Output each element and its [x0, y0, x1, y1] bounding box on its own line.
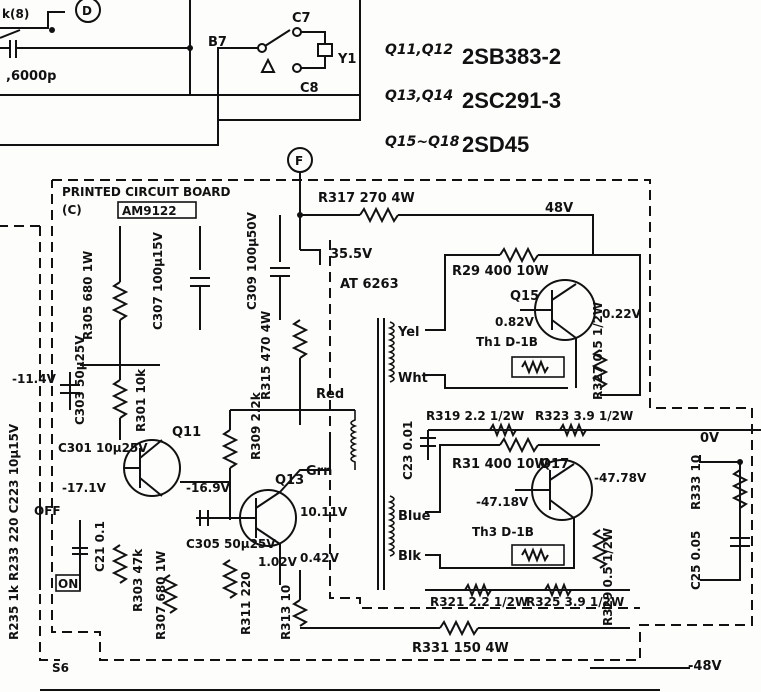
- at6263-label: AT 6263: [340, 277, 399, 292]
- transformer-left: Red Grn: [299, 387, 358, 479]
- q13-area: R309 2.2k Q13 C305 50μ25V 10.11V 1.02V 0…: [186, 391, 355, 627]
- r303-label: R303 47k: [131, 548, 145, 612]
- v1-02-label: 1.02V: [258, 555, 298, 569]
- switch-b7-label: B7: [208, 35, 227, 50]
- r29-label: R29 400 10W: [452, 264, 549, 279]
- pcb-code-box: [117, 201, 197, 219]
- v47-78-label: -47.78V: [594, 471, 647, 485]
- on-label: ON: [58, 577, 78, 591]
- r315-label: R315 470 4W: [259, 311, 273, 400]
- s6-label: S6: [52, 661, 69, 675]
- top-left-part-label: k(8): [2, 7, 29, 21]
- q15-q18-part: 2SD45: [462, 132, 529, 157]
- r309-label: R309 2.2k: [249, 391, 263, 460]
- wht-label: Wht: [398, 371, 428, 386]
- pcb-code: AM9122: [122, 204, 177, 218]
- r301-label: R301 10k: [134, 368, 148, 432]
- v10-11-label: 10.11V: [300, 505, 348, 519]
- v47-18-label: -47.18V: [476, 495, 529, 509]
- r317-rail: R317 270 4W 48V: [297, 191, 594, 255]
- th1-label: Th1 D-1B: [476, 335, 538, 349]
- switch-c7-label: C7: [292, 11, 311, 26]
- blue-label: Blue: [398, 509, 431, 524]
- r307-label: R307 680 1W: [154, 551, 168, 640]
- top-left-circuit: k(8) ,6000p: [0, 0, 245, 146]
- transistor-q15-stage: R29 400 10W Q15 0.82V 0.22V Th1 D-1B R32…: [452, 246, 642, 400]
- pcb-outline: PRINTED CIRCUIT BOARD (C) AM9122: [0, 179, 753, 661]
- c23-label: C23 0.01: [401, 421, 415, 480]
- v16-9-label: -16.9V: [186, 481, 231, 495]
- r325-label: R325 3.9 1/2W: [526, 595, 624, 609]
- grn-label: Grn: [306, 464, 332, 479]
- output-transformer: Yel Wht Blue Blk C23 0.01: [377, 254, 575, 590]
- r319-label: R319 2.2 1/2W: [426, 409, 524, 423]
- transistor-q11: Q11 -16.9V: [123, 425, 231, 497]
- switch-b7: B7 C7 C8 Y1: [189, 0, 361, 145]
- r311-label: R311 220: [239, 571, 253, 635]
- c21-label: C21 0.1: [93, 521, 107, 572]
- switch-c8-label: C8: [300, 81, 319, 96]
- c303-label: C303 50μ25V: [73, 335, 87, 425]
- yel-label: Yel: [397, 325, 420, 340]
- transistor-q17-stage: R31 400 10W Q17 -47.18V -47.78V Th3 D-1B…: [452, 436, 647, 626]
- r317-label: R317 270 4W: [318, 191, 415, 206]
- c301-label: C301 10μ25V: [58, 441, 148, 455]
- q13-q14-part: 2SC291-3: [462, 88, 561, 113]
- v35-5-label: 35.5V: [330, 247, 372, 262]
- rail-48v-label: 48V: [545, 201, 573, 216]
- left-column-label: R235 1k R233 220 C223 10μ15V: [7, 423, 21, 640]
- c307-label: C307 100μ15V: [151, 231, 165, 330]
- v0-42-label: 0.42V: [300, 551, 340, 565]
- pcb-id: (C): [62, 203, 82, 217]
- r321-label: R321 2.2 1/2W: [430, 595, 528, 609]
- transistor-list: Q11,Q12 2SB383-2 Q13,Q14 2SC291-3 Q15~Q1…: [385, 42, 561, 157]
- left-column: R305 680 1W C307 100μ15V C309 100μ50V R3…: [12, 211, 309, 495]
- q15-q18-label: Q15~Q18: [385, 134, 460, 150]
- on-box: [55, 574, 81, 592]
- r313-label: R313 10: [279, 585, 293, 640]
- r329-label: R329 0.5 1/2W: [601, 528, 615, 626]
- r327-label: R327 0.5 1/2W: [591, 302, 605, 400]
- rail-minus-48v-label: -48V: [688, 659, 722, 674]
- c309-label: C309 100μ50V: [245, 211, 259, 310]
- top-left-cap-label: ,6000p: [6, 69, 56, 84]
- r305-label: R305 680 1W: [81, 251, 95, 340]
- r31-label: R31 400 10W: [452, 457, 549, 472]
- bottom-left: R303 47k R307 680 1W R311 220 R313 10 C2…: [7, 423, 293, 675]
- bottom-rail: R321 2.2 1/2W R325 3.9 1/2W R331 150 4W …: [40, 582, 722, 691]
- blk-label: Blk: [398, 549, 421, 564]
- connector-d: [75, 0, 101, 23]
- th3-label: Th3 D-1B: [472, 525, 534, 539]
- q11-q12-label: Q11,Q12: [385, 42, 453, 58]
- r323-label: R323 3.9 1/2W: [535, 409, 633, 423]
- pcb-title: PRINTED CIRCUIT BOARD: [62, 185, 231, 199]
- switch-y1-label: Y1: [337, 52, 356, 67]
- q13-q14-label: Q13,Q14: [385, 88, 453, 104]
- v11-4-label: -11.4V: [12, 372, 57, 386]
- v0-82-label: 0.82V: [495, 315, 535, 329]
- q11-label: Q11: [172, 425, 201, 440]
- output-section: 0V R333 10 C25 0.05: [689, 431, 750, 590]
- q11-q12-part: 2SB383-2: [462, 44, 561, 69]
- red-label: Red: [316, 387, 344, 402]
- th1-box: [511, 356, 565, 378]
- v0-22-label: 0.22V: [602, 307, 642, 321]
- connector-f-label: F: [295, 154, 303, 168]
- r319-r323-row: R319 2.2 1/2W R323 3.9 1/2W: [426, 409, 761, 438]
- r333-label: R333 10: [689, 455, 703, 510]
- c305-label: C305 50μ25V: [186, 537, 276, 551]
- th3-box: [511, 544, 565, 566]
- connector-d-label: D: [82, 4, 92, 18]
- v17-1-label: -17.1V: [62, 481, 107, 495]
- q15-label: Q15: [510, 289, 539, 304]
- r331-label: R331 150 4W: [412, 641, 509, 656]
- c25-label: C25 0.05: [689, 531, 703, 590]
- v0-label: 0V: [700, 431, 719, 446]
- off-label: OFF: [34, 504, 61, 518]
